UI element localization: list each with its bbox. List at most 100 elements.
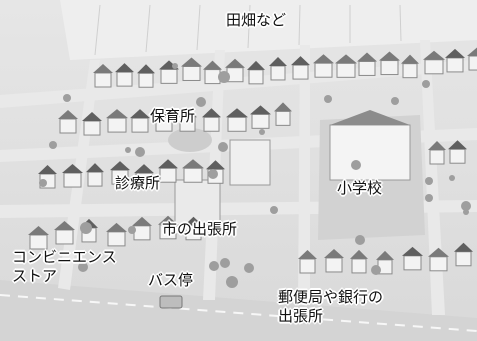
- house: [357, 52, 377, 76]
- tree: [209, 261, 219, 271]
- office-building: [174, 179, 221, 226]
- school-building: [329, 124, 411, 181]
- tree: [422, 80, 430, 88]
- house: [106, 109, 128, 133]
- label-convenience-store-line2: ストア: [12, 267, 58, 285]
- tree: [196, 97, 206, 107]
- tree: [463, 209, 469, 215]
- house: [134, 164, 154, 188]
- tree: [391, 97, 399, 105]
- house: [106, 222, 127, 247]
- label-nursery: 保育所: [150, 107, 196, 125]
- house: [291, 56, 310, 80]
- tree: [371, 265, 381, 275]
- house: [93, 64, 113, 88]
- label-clinic: 診療所: [115, 174, 161, 192]
- label-elementary-school: 小学校: [337, 179, 383, 197]
- house: [178, 108, 197, 132]
- house: [298, 250, 317, 274]
- house: [401, 54, 419, 79]
- tree: [226, 276, 238, 288]
- tree: [135, 147, 145, 157]
- house: [184, 216, 203, 241]
- house: [423, 50, 445, 75]
- label-city-branch-office: 市の出張所: [162, 220, 238, 238]
- house: [154, 108, 174, 132]
- label-fields: 田畑など: [226, 11, 287, 29]
- tree: [449, 175, 455, 181]
- house: [350, 249, 368, 274]
- tree: [218, 142, 228, 152]
- house: [82, 112, 102, 136]
- house: [269, 56, 287, 81]
- trees: [39, 63, 471, 288]
- house: [313, 54, 334, 78]
- bus: [159, 295, 183, 309]
- house: [376, 250, 394, 275]
- house: [28, 226, 49, 250]
- house: [274, 102, 292, 126]
- house: [158, 215, 178, 240]
- house: [454, 242, 473, 267]
- tree: [63, 94, 71, 102]
- tree: [220, 258, 230, 268]
- house: [226, 108, 248, 132]
- house: [54, 220, 75, 245]
- tree: [425, 177, 433, 185]
- house: [115, 63, 134, 87]
- tree: [39, 179, 47, 187]
- tree: [244, 263, 254, 273]
- office-building: [229, 139, 271, 186]
- label-bus-stop: バス停: [148, 271, 194, 289]
- tree: [425, 194, 433, 202]
- tree: [49, 141, 57, 149]
- house: [445, 48, 465, 73]
- tree: [172, 63, 178, 69]
- house: [335, 54, 357, 78]
- tree: [218, 71, 230, 83]
- tree: [128, 226, 136, 234]
- house: [448, 140, 467, 164]
- house: [428, 141, 446, 165]
- tree: [208, 169, 218, 179]
- house: [86, 163, 104, 187]
- house: [402, 246, 423, 271]
- house: [159, 60, 179, 84]
- house: [130, 109, 150, 133]
- tree: [78, 262, 88, 272]
- house: [110, 161, 130, 185]
- house: [203, 60, 222, 85]
- label-post-bank-line2: 出張所: [278, 307, 324, 325]
- tree: [461, 201, 471, 211]
- house: [250, 105, 271, 129]
- house: [137, 64, 155, 88]
- nursery-playground: [168, 128, 212, 152]
- house: [202, 108, 221, 132]
- tree: [355, 235, 365, 245]
- house: [428, 247, 449, 272]
- tree: [270, 206, 278, 214]
- label-post-bank-line1: 郵便局や銀行の: [278, 288, 384, 306]
- house: [379, 51, 400, 76]
- house: [62, 164, 83, 188]
- house: [467, 47, 477, 71]
- house: [324, 248, 344, 273]
- house: [158, 159, 178, 183]
- road-centerline: [0, 294, 477, 332]
- house: [182, 159, 204, 183]
- tree: [125, 147, 131, 153]
- house: [58, 110, 78, 134]
- school-roof: [330, 110, 410, 125]
- house: [247, 60, 265, 85]
- tree: [80, 222, 92, 234]
- label-convenience-store-line1: コンビニエンス: [12, 248, 117, 266]
- tree: [351, 160, 361, 170]
- house: [225, 58, 245, 83]
- house: [181, 57, 202, 81]
- tree: [259, 129, 265, 135]
- main-road: [0, 280, 477, 341]
- field-furrows: [94, 4, 402, 56]
- tree: [324, 95, 332, 103]
